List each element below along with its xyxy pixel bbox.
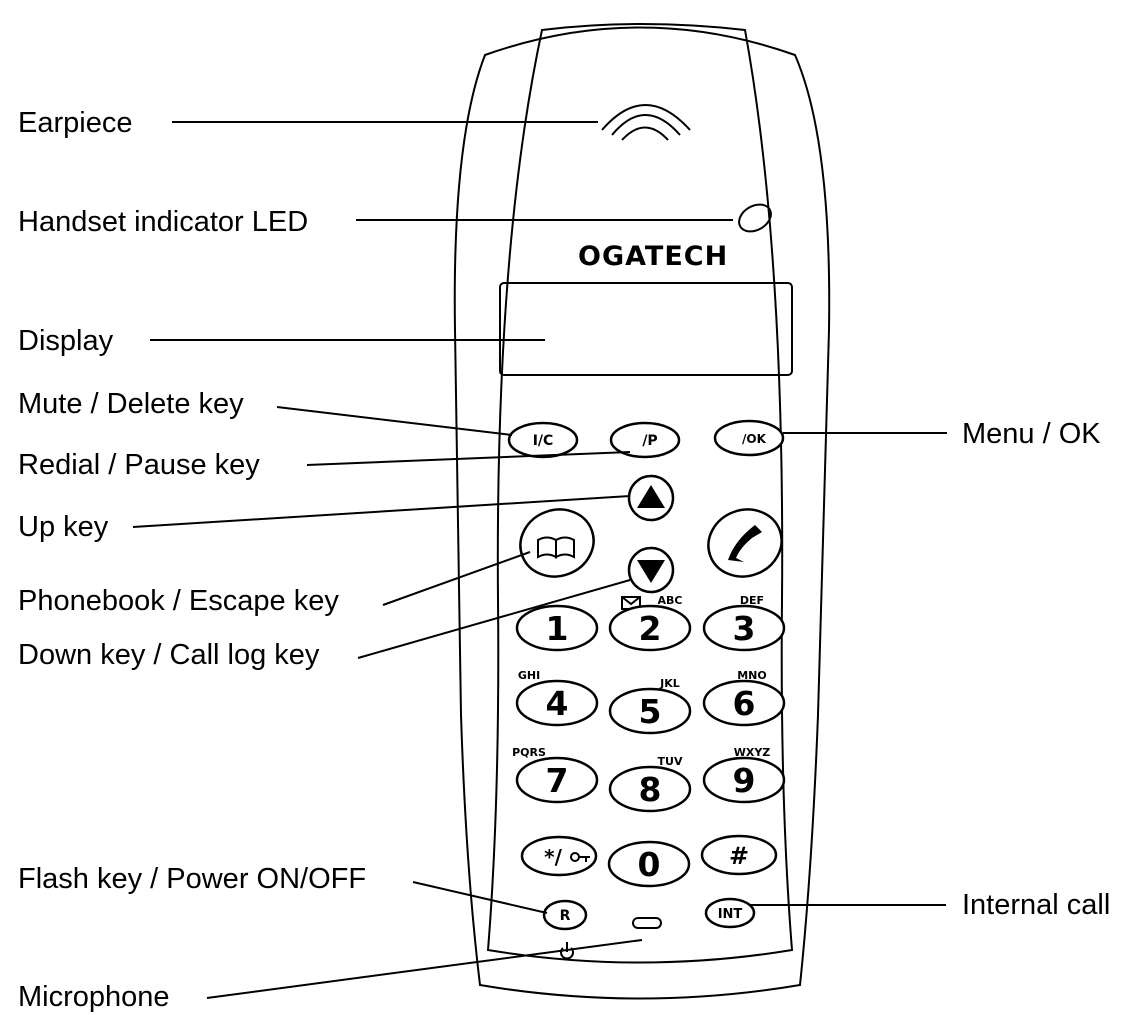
mute-key-label: I/C <box>533 433 554 449</box>
digit-key-1[interactable]: 1 <box>515 604 599 652</box>
digit-key-3[interactable]: 3 DEF <box>702 594 786 652</box>
handset-icon <box>728 525 762 562</box>
leader-phonebook <box>382 551 531 606</box>
digit-key-label: 7 <box>546 761 569 800</box>
label-down: Down key / Call log key <box>18 639 320 671</box>
digit-key-letters: DEF <box>740 594 764 607</box>
zero-key-label: 0 <box>638 845 661 884</box>
redial-key-label: /P <box>642 433 657 449</box>
digit-key-letters: MNO <box>737 669 767 682</box>
hash-key[interactable]: # <box>700 834 778 876</box>
handset-body <box>453 26 831 1000</box>
handset-inner-edge <box>486 23 794 964</box>
label-earpiece: Earpiece <box>18 107 132 139</box>
digit-key-letters: WXYZ <box>734 746 771 759</box>
microphone-slot-icon <box>632 917 662 929</box>
digit-key-2[interactable]: 2 ABC <box>608 594 692 652</box>
digit-key-label: 2 <box>639 609 662 648</box>
mute-delete-key[interactable]: I/C <box>507 421 579 459</box>
call-key[interactable] <box>699 499 791 586</box>
leader-lines <box>132 121 947 999</box>
leader-redial <box>306 451 631 466</box>
digit-key-4[interactable]: 4 GHI <box>515 669 599 727</box>
digit-key-label: 9 <box>733 761 756 800</box>
down-key[interactable] <box>627 546 675 594</box>
flash-r-key[interactable]: R <box>542 899 588 931</box>
up-key[interactable] <box>627 474 675 522</box>
digit-key-label: 3 <box>733 609 756 648</box>
digit-key-9[interactable]: 9 WXYZ <box>702 746 786 804</box>
label-redial: Redial / Pause key <box>18 449 260 481</box>
label-microphone: Microphone <box>18 981 170 1013</box>
leader-up <box>132 495 631 528</box>
star-key-label: */ <box>544 845 562 869</box>
digit-key-label: 8 <box>639 770 662 809</box>
earpiece-arcs-icon <box>601 104 691 141</box>
key-lock-icon <box>570 852 590 862</box>
digit-key-label: 6 <box>733 684 756 723</box>
label-up: Up key <box>18 511 109 543</box>
led-icon <box>738 203 772 233</box>
label-menu: Menu / OK <box>962 418 1101 450</box>
brand-logo: OGATECH <box>578 241 728 272</box>
hash-key-label: # <box>729 842 749 870</box>
digit-key-letters: GHI <box>518 669 540 682</box>
up-arrow-icon <box>637 485 665 508</box>
book-icon <box>537 536 575 559</box>
digit-key-letters: PQRS <box>512 746 546 759</box>
r-key-label: R <box>560 908 571 924</box>
menu-ok-key[interactable]: /OK <box>713 419 785 457</box>
label-display: Display <box>18 325 114 357</box>
star-key[interactable]: */ <box>520 835 598 877</box>
label-mute: Mute / Delete key <box>18 388 244 420</box>
digit-key-label: 4 <box>546 684 569 723</box>
down-arrow-icon <box>637 560 665 583</box>
internal-call-key[interactable]: INT <box>704 897 756 929</box>
digit-key-letters: JKL <box>659 677 680 690</box>
digit-key-letters: TUV <box>658 755 683 768</box>
digit-key-letters: ABC <box>658 594 683 607</box>
redial-pause-key[interactable]: /P <box>609 421 681 459</box>
leader-microphone <box>206 939 643 999</box>
int-key-label: INT <box>718 907 743 922</box>
digit-key-5[interactable]: 5 JKL <box>608 677 692 735</box>
digit-key-6[interactable]: 6 MNO <box>702 669 786 727</box>
digit-key-label: 5 <box>639 692 662 731</box>
label-phonebook: Phonebook / Escape key <box>18 585 339 617</box>
label-flash: Flash key / Power ON/OFF <box>18 863 366 895</box>
zero-key[interactable]: 0 <box>607 840 691 888</box>
label-internal: Internal call <box>962 889 1110 921</box>
menu-key-label: /OK <box>742 432 767 446</box>
leader-flash <box>412 881 548 914</box>
digit-key-8[interactable]: 8 TUV <box>608 755 692 813</box>
phonebook-escape-key[interactable] <box>511 499 603 586</box>
label-led: Handset indicator LED <box>18 206 308 238</box>
display-screen <box>499 282 793 376</box>
leader-down <box>357 579 631 659</box>
digit-key-label: 1 <box>546 609 569 648</box>
leader-mute <box>276 406 513 436</box>
